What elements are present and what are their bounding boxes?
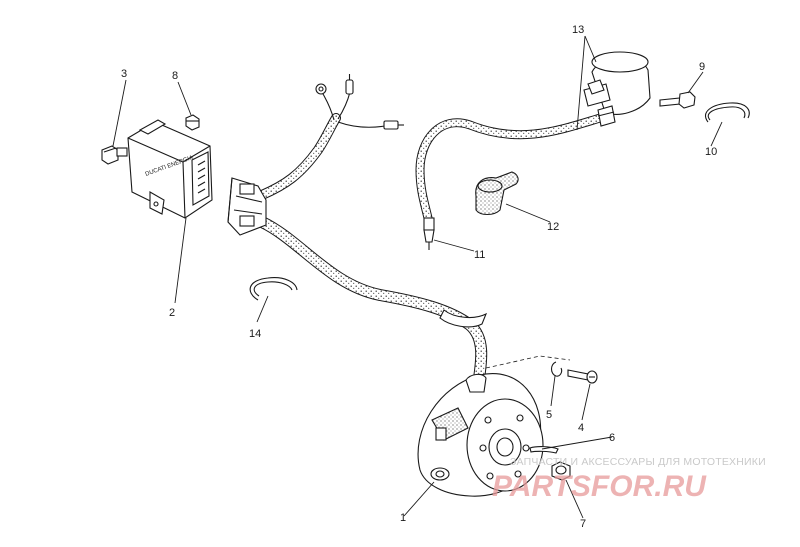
- retaining-clip-right: [704, 102, 750, 123]
- callout-6: 6: [609, 432, 615, 444]
- callout-7: 7: [580, 518, 586, 530]
- leader-lines: [112, 35, 723, 519]
- washer: [550, 361, 563, 377]
- callout-12: 12: [547, 221, 559, 233]
- wiring-connector: [227, 177, 267, 236]
- stator-harness: [256, 216, 488, 391]
- ht-lead: [415, 113, 605, 223]
- flywheel-nut: [551, 461, 571, 481]
- callout-2: 2: [169, 307, 175, 319]
- ignition-coil: [583, 51, 651, 127]
- callout-4: 4: [578, 422, 584, 434]
- spark-plug-cap: [475, 171, 519, 216]
- watermark-tagline: ЗАПЧАСТИ И АКСЕССУАРЫ ДЛЯ МОТОТЕХНИКИ: [510, 456, 766, 468]
- stator-assembly: [417, 373, 544, 497]
- nut: [185, 114, 200, 131]
- callout-13: 13: [572, 24, 584, 36]
- mounting-bolt: [101, 145, 128, 165]
- upper-harness: [257, 74, 404, 200]
- callout-8: 8: [172, 70, 178, 82]
- retaining-clip-left: [249, 277, 298, 301]
- callout-labels: 1 2 3 4 5 6 7 8 9 10 11 12 13 14: [121, 24, 717, 530]
- spark-plug-connector: [423, 217, 435, 250]
- stator-screw: [567, 369, 598, 384]
- callout-11: 11: [474, 249, 485, 261]
- callout-9: 9: [699, 61, 705, 73]
- cdi-unit: DUCATI ENERGIA: [127, 119, 213, 219]
- key: [529, 446, 559, 454]
- coil-bolt: [659, 91, 696, 109]
- callout-10: 10: [705, 146, 717, 158]
- watermark: ЗАПЧАСТИ И АКСЕССУАРЫ ДЛЯ МОТОТЕХНИКИ PA…: [492, 456, 766, 503]
- callout-5: 5: [546, 409, 552, 421]
- callout-1: 1: [400, 512, 406, 524]
- watermark-brand: PARTSFOR.RU: [492, 470, 707, 503]
- callout-14: 14: [249, 328, 261, 340]
- callout-3: 3: [121, 68, 127, 80]
- alignment-line: [485, 355, 571, 369]
